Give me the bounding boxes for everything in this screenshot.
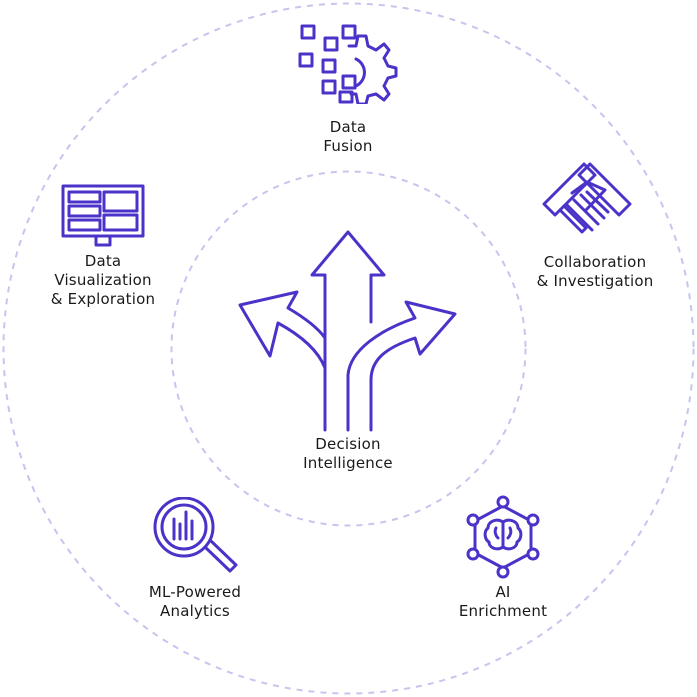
three-way-arrows-icon: [238, 230, 457, 432]
brain-network-icon: [466, 495, 540, 579]
visualization-label: Data Visualization & Exploration: [50, 252, 156, 308]
magnifier-chart-icon: [153, 497, 238, 573]
monitor-dashboard-icon: [61, 184, 145, 247]
data-gear-icon: [298, 24, 398, 104]
inner-ring: [170, 170, 527, 527]
ai-enrichment-label: AI Enrichment: [458, 583, 548, 620]
data-fusion-label: Data Fusion: [323, 118, 373, 155]
ml-analytics-label: ML-Powered Analytics: [148, 583, 242, 620]
collaboration-label: Collaboration & Investigation: [536, 253, 654, 290]
handshake-icon: [542, 162, 632, 234]
decision-intelligence-label: Decision Intelligence: [303, 435, 393, 472]
